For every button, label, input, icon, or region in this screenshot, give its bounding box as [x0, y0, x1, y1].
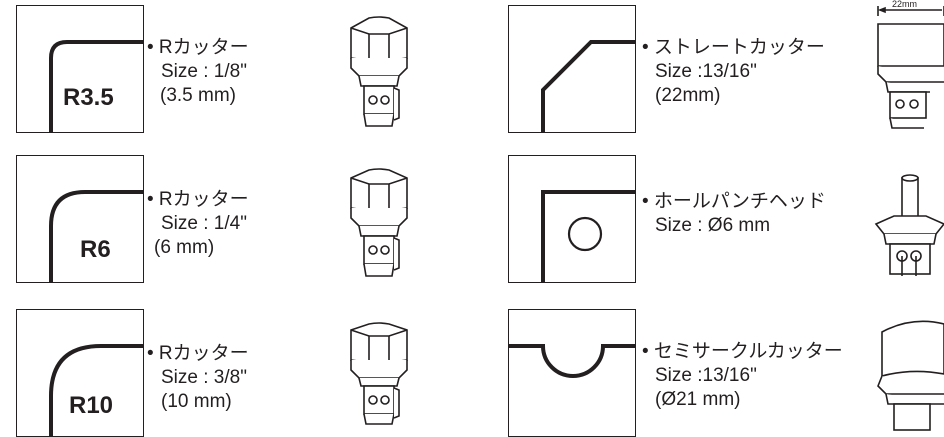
cutter-size: Size :13/16": [655, 365, 757, 386]
radius-label: R6: [80, 236, 111, 263]
width-dimension-label: 22mm: [892, 0, 918, 9]
cutter-size: Size : Ø6 mm: [655, 215, 771, 236]
r3-5-corner-diagram: [16, 5, 144, 133]
r-cutter-head-icon: [350, 16, 408, 127]
cutter-description: • Rカッター Size : 1/4" (6 mm): [147, 188, 249, 260]
radius-label: R10: [69, 392, 114, 419]
cutter-name: • ストレートカッター: [642, 37, 825, 58]
cutter-name: • Rカッター: [147, 343, 249, 364]
cutter-metric: (10 mm): [161, 391, 232, 412]
cutter-metric: (6 mm): [154, 237, 215, 258]
cutter-size: Size : 1/8": [161, 61, 247, 82]
cutter-size: Size :13/16": [655, 61, 757, 82]
cutter-description: • セミサークルカッター Size :13/16" (Ø21 mm): [642, 340, 843, 412]
straight-cutter-head-icon: [877, 6, 944, 129]
semicircle-cutter-head-icon: [877, 320, 944, 431]
r6-corner-diagram: [16, 155, 144, 283]
straight-cutter-diagram: [508, 5, 636, 133]
cutter-metric: (22mm): [655, 85, 721, 106]
cutter-name: • ホールパンチヘッド: [642, 191, 826, 212]
r-cutter-head-icon: [350, 322, 408, 425]
cutter-name: • セミサークルカッター: [642, 341, 843, 362]
r-cutter-head-icon: [350, 168, 408, 277]
cutter-name: • Rカッター: [147, 189, 249, 210]
hole-punch-head-icon: [874, 174, 944, 276]
radius-label: R3.5: [63, 84, 114, 111]
cutter-description: • Rカッター Size : 1/8" (3.5 mm): [147, 36, 249, 108]
cutter-description: • ストレートカッター Size :13/16" (22mm): [642, 36, 825, 108]
semicircle-cutter-diagram: [508, 309, 636, 437]
cutter-description: • ホールパンチヘッド Size : Ø6 mm: [642, 190, 826, 238]
cutter-size: Size : 3/8": [161, 367, 247, 388]
cutter-name: • Rカッター: [147, 37, 249, 58]
hole-punch-diagram: [508, 155, 636, 283]
cutter-metric: (3.5 mm): [160, 85, 236, 106]
cutter-description: • Rカッター Size : 3/8" (10 mm): [147, 342, 249, 414]
r10-corner-diagram: [16, 309, 144, 437]
cutter-metric: (Ø21 mm): [655, 389, 741, 410]
cutter-size: Size : 1/4": [161, 213, 247, 234]
